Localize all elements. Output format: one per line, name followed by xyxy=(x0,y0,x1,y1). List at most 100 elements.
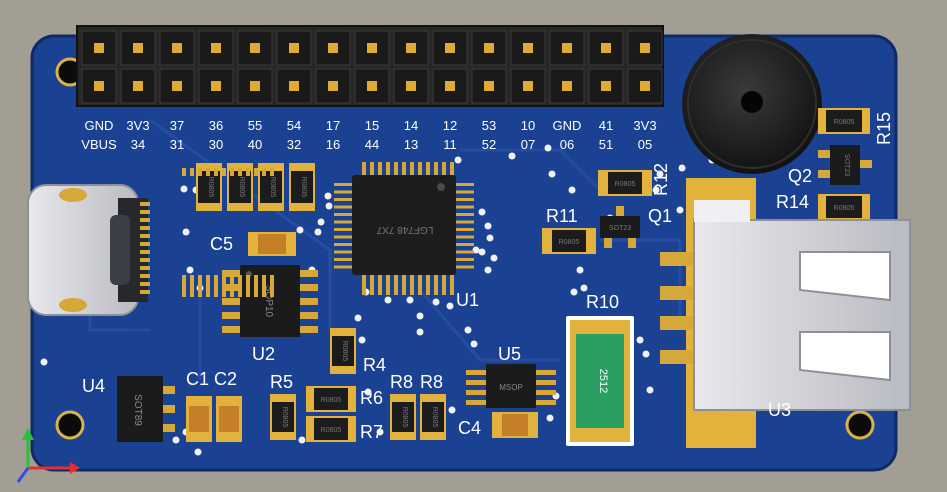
u1-pin xyxy=(442,275,446,295)
header-pin xyxy=(250,81,260,91)
u1-pin xyxy=(456,198,474,201)
header-label-bottom: 11 xyxy=(443,137,457,152)
u1-pin xyxy=(214,168,218,176)
label-r12: R12 xyxy=(651,163,671,196)
u1-pin xyxy=(214,275,218,297)
u1-pin xyxy=(254,168,258,176)
via xyxy=(454,156,462,164)
header-pin xyxy=(328,81,338,91)
u1-pin xyxy=(370,162,374,175)
via xyxy=(40,358,48,366)
header-label-top: 12 xyxy=(443,118,457,133)
label-r15: R15 xyxy=(874,112,894,145)
u1-pin xyxy=(386,162,390,175)
header-pin xyxy=(445,81,455,91)
pin-header xyxy=(76,25,664,107)
header-label-bottom: 30 xyxy=(209,137,223,152)
via xyxy=(324,192,332,200)
u1-pin xyxy=(254,275,258,297)
via xyxy=(548,170,556,178)
u1-pin xyxy=(334,265,352,269)
u1-pin xyxy=(456,265,474,269)
resistor-r5: R0805 xyxy=(270,394,296,440)
header-pin xyxy=(133,43,143,53)
header-pin xyxy=(367,81,377,91)
header-label-top: 36 xyxy=(209,118,223,133)
header-label-top: 3V3 xyxy=(633,118,656,133)
header-label-top: 41 xyxy=(599,118,613,133)
u1-pin xyxy=(456,243,474,246)
via xyxy=(358,336,366,344)
header-pin xyxy=(523,81,533,91)
u1-pin xyxy=(190,275,194,297)
via xyxy=(676,206,684,214)
r14-marking: R0805 xyxy=(834,205,855,212)
header-pin xyxy=(172,43,182,53)
u1-pin xyxy=(434,162,438,175)
label-r11: R11 xyxy=(546,206,578,226)
u2-marking: SOP10 xyxy=(263,285,274,318)
u1-pin xyxy=(334,228,352,231)
u1-pin xyxy=(456,183,474,186)
transistor-q1: SOT23 xyxy=(600,206,640,248)
r10-marking: 2512 xyxy=(597,369,609,393)
via xyxy=(464,326,472,334)
u1-pin xyxy=(262,275,266,297)
resistor-top-marking: R0805 xyxy=(300,177,307,198)
resistor-r4: R0805 xyxy=(330,328,356,374)
transistor-q2: SOT23 xyxy=(818,145,872,185)
via xyxy=(656,170,664,178)
buzzer xyxy=(682,34,822,174)
axis-gizmo xyxy=(16,428,80,483)
r7-marking: R0805 xyxy=(321,427,342,434)
header-pin xyxy=(562,43,572,53)
header-pin xyxy=(328,43,338,53)
via xyxy=(486,234,494,242)
label-c2: C2 xyxy=(214,369,237,389)
via xyxy=(446,302,454,310)
via xyxy=(636,336,644,344)
header-pin xyxy=(289,43,299,53)
usb-a-connector xyxy=(660,178,911,448)
header-pin xyxy=(211,43,221,53)
u1-pin xyxy=(362,162,366,175)
header-label-top: 53 xyxy=(482,118,496,133)
resistor-top-body xyxy=(229,171,251,203)
header-label-top: GND xyxy=(553,118,582,133)
capacitor-c5 xyxy=(248,232,296,256)
u1-pin xyxy=(402,275,406,295)
via xyxy=(314,228,322,236)
u1-pin xyxy=(334,205,352,209)
u1-pin xyxy=(334,190,352,194)
u4-marking: SOT89 xyxy=(132,394,143,426)
u1-pin xyxy=(206,275,210,297)
q1-marking: SOT23 xyxy=(609,225,631,232)
label-c4: C4 xyxy=(458,418,481,438)
u1-pin xyxy=(198,275,202,297)
header-pin xyxy=(562,81,572,91)
resistor-r15: R0805 xyxy=(818,108,870,134)
header-pin xyxy=(523,43,533,53)
via xyxy=(642,350,650,358)
via xyxy=(568,186,576,194)
header-pin xyxy=(94,43,104,53)
u1-pin xyxy=(456,205,474,209)
label-r10: R10 xyxy=(586,292,619,312)
resistor-top-body xyxy=(260,171,282,203)
r8a-marking: R0805 xyxy=(401,407,408,428)
label-r4: R4 xyxy=(363,355,386,375)
u1-pin xyxy=(386,275,390,295)
header-pin xyxy=(289,81,299,91)
label-u5: U5 xyxy=(498,344,521,364)
header-label-top: 14 xyxy=(404,118,418,133)
header-socket xyxy=(198,68,234,104)
u1-pin xyxy=(246,275,250,297)
label-q1: Q1 xyxy=(648,206,672,226)
resistor-r12: R0805 xyxy=(598,170,652,196)
header-pin xyxy=(211,81,221,91)
header-socket xyxy=(549,30,585,66)
label-r8b: R8 xyxy=(420,372,443,392)
u1-pin xyxy=(182,275,186,297)
u1-pin xyxy=(334,243,352,246)
